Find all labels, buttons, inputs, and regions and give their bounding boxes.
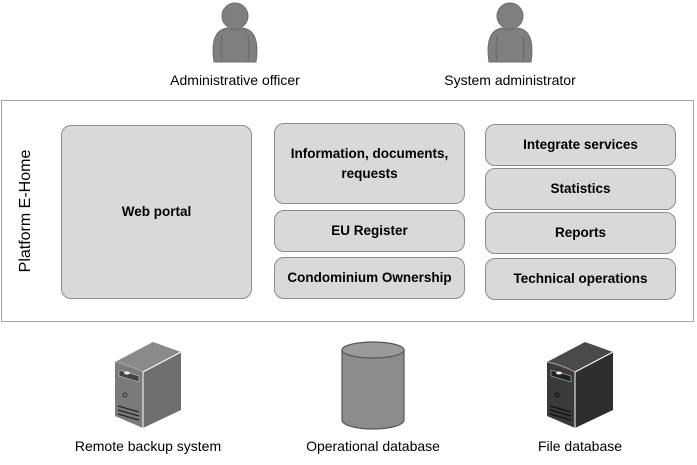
server-icon: [546, 342, 614, 428]
person-icon: [212, 2, 258, 63]
file-database-server: [545, 340, 615, 430]
actor-system-administrator: [480, 2, 540, 66]
module-condominium-ownership: Condominium Ownership: [274, 257, 465, 299]
operational-database-label: Operational database: [306, 438, 440, 454]
person-icon: [487, 2, 533, 63]
operational-database: [340, 340, 406, 432]
file-database-label: File database: [537, 438, 623, 454]
module-statistics: Statistics: [485, 168, 676, 210]
module-integrate-services: Integrate services: [485, 124, 676, 166]
web-portal-box: Web portal: [61, 125, 252, 299]
server-icon: [114, 342, 182, 428]
remote-backup-server: [113, 340, 183, 430]
actor-label-system-administrator: System administrator: [444, 72, 576, 88]
actor-administrative-officer: [205, 2, 265, 66]
actor-label-administrative-officer: Administrative officer: [170, 72, 300, 88]
platform-title: Platform E-Home: [17, 149, 34, 273]
module-eu-register: EU Register: [274, 210, 465, 252]
module-information-documents-requests: Information, documents, requests: [274, 123, 465, 204]
module-technical-operations: Technical operations: [485, 258, 676, 300]
module-reports: Reports: [485, 212, 676, 254]
database-icon: [341, 341, 405, 430]
remote-backup-label: Remote backup system: [74, 438, 222, 454]
